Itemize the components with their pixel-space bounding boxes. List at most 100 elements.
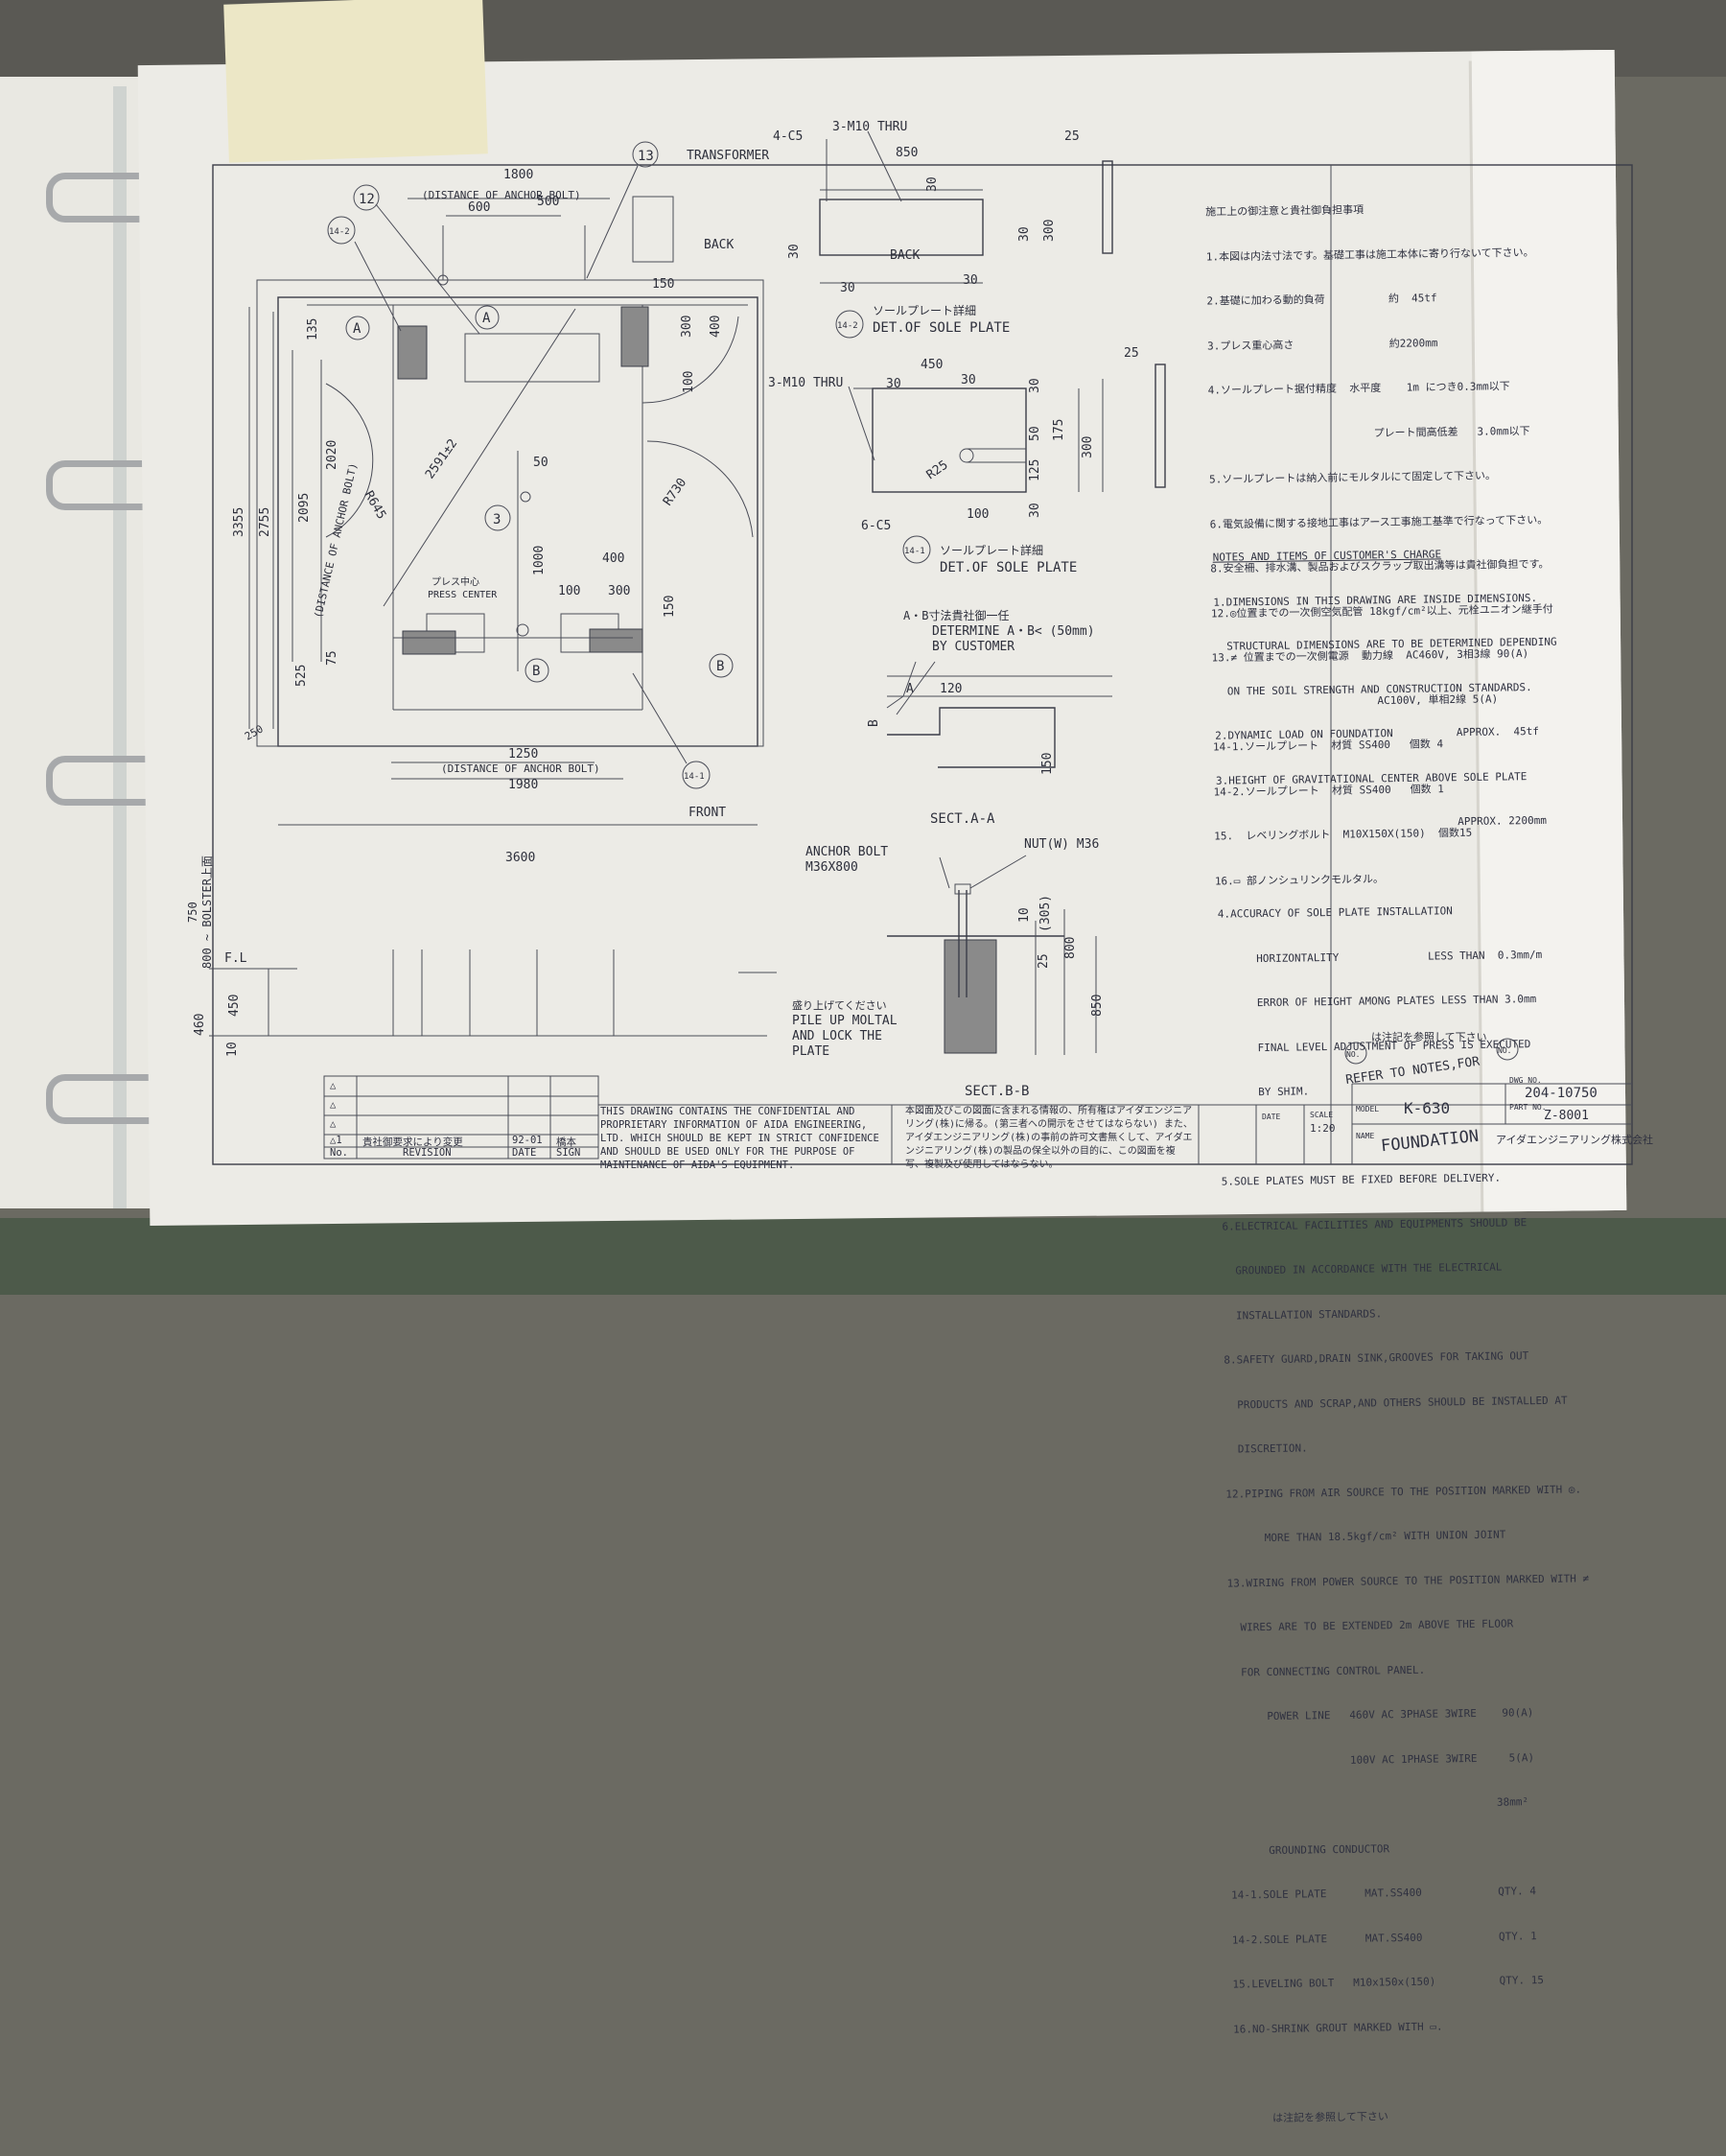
note-line: 14-2.SOLE PLATE MAT.SS400 QTY. 1 <box>1231 1929 1537 1947</box>
dim-label: 600 <box>468 200 490 215</box>
section-note: DETERMINE A・B< (50mm) <box>932 624 1095 639</box>
note-line: ON THE SOIL STRENGTH AND CONSTRUCTION ST… <box>1214 680 1532 698</box>
dim-label: 150 <box>652 277 674 292</box>
confidential-notice-jp: 本図面及びこの図面に含まれる情報の、所有権はアイダエンジニアリング(株)に帰る。… <box>905 1106 1193 1170</box>
note-line: WIRES ARE TO BE EXTENDED 2m ABOVE THE FL… <box>1227 1617 1514 1634</box>
refer-note-jp: は注記を参照して下さい <box>1371 1030 1487 1043</box>
detail-label: 25 <box>1124 346 1139 361</box>
detail-label: 3-M10 THRU <box>832 120 907 134</box>
revision-mark: △ <box>330 1080 337 1091</box>
refer-no-icon: NO. <box>1498 1046 1511 1055</box>
plan-view <box>248 196 764 826</box>
bolster-label: 800 ~ BOLSTER上面 <box>200 855 214 969</box>
note-line: 15.LEVELING BOLT M10x150x(150) QTY. 15 <box>1232 1974 1545 1991</box>
confidential-notice-en: THIS DRAWING CONTAINS THE CONFIDENTIAL A… <box>600 1106 879 1171</box>
detail-label: 6-C5 <box>861 519 891 533</box>
detail-label: 175 <box>1052 419 1066 441</box>
detail-label: 30 <box>963 273 978 288</box>
section-marker-b: B <box>532 664 540 679</box>
model-value: K-630 <box>1404 1099 1451 1117</box>
dim-label: R730 <box>661 476 689 508</box>
dim-label: 50 <box>533 456 548 470</box>
part-no-value: Z-8001 <box>1544 1109 1589 1123</box>
dwg-no-value: 204-10750 <box>1525 1086 1598 1101</box>
section-dim-label: 800 <box>1063 937 1078 959</box>
detail-label: 30 <box>787 244 802 259</box>
note-line: 1.本図は内法寸法です。基礎工事は施工本体に寄り行ないて下さい。 <box>1205 246 1534 264</box>
note-line: MORE THAN 18.5kgf/cm² WITH UNION JOINT <box>1225 1528 1506 1545</box>
note-line: APPROX. 2200mm <box>1216 813 1547 832</box>
refer-no-icon: NO. <box>1346 1050 1360 1059</box>
revision-description: 貴社御要求により変更 <box>362 1137 463 1148</box>
elevation-strip <box>209 949 777 1037</box>
note-line: GROUNDING CONDUCTOR <box>1230 1841 1390 1858</box>
dim-label: 1800 <box>503 168 533 182</box>
note-line: 14-1.SOLE PLATE MAT.SS400 QTY. 4 <box>1231 1885 1537 1902</box>
detail-label: 4-C5 <box>773 129 803 144</box>
note-line: HORIZONTALITY LESS THAN 0.3mm/m <box>1218 948 1543 966</box>
dim-label: 2755 <box>258 507 272 537</box>
floor-level-label: F.L <box>224 951 247 966</box>
dim-label: 1000 <box>532 546 547 575</box>
note-line: 5.SOLE PLATES MUST BE FIXED BEFORE DELIV… <box>1221 1171 1502 1188</box>
revision-header-revision: REVISION <box>403 1147 452 1159</box>
dim-label: 100 <box>558 584 580 598</box>
detail-title: DET.OF SOLE PLATE <box>940 560 1077 575</box>
pile-note: PILE UP MOLTAL <box>792 1014 898 1028</box>
section-dim-label: 150 <box>1040 753 1055 775</box>
note-line: 4.ソールプレート据付精度 水平度 1m につき0.3mm以下 <box>1207 380 1510 397</box>
detail-label: 3-M10 THRU <box>768 376 843 390</box>
section-dim-label: (305) <box>1038 895 1053 932</box>
note-line: 2.基礎に加わる動的負荷 約 45tf <box>1206 292 1437 308</box>
note-line: FINAL LEVEL ADJUSTMENT OF PRESS IS EXECU… <box>1219 1037 1531 1055</box>
note-line: GROUNDED IN ACCORDANCE WITH THE ELECTRIC… <box>1222 1260 1503 1277</box>
note-line: 3.プレス重心高さ 約2200mm <box>1207 336 1438 353</box>
dim-label: 150 <box>663 596 677 618</box>
section-marker-a: A <box>482 311 491 326</box>
detail-label: 30 <box>1017 226 1032 242</box>
dim-label: 10 <box>225 1042 240 1057</box>
foundation-outer-edge <box>256 279 764 747</box>
detail-label: 25 <box>1064 129 1080 144</box>
pile-note-jp: 盛り上げてください <box>792 998 887 1012</box>
detail-label: 300 <box>1042 220 1057 242</box>
date-label: DATE <box>1262 1113 1281 1121</box>
dim-label: 135 <box>306 318 320 340</box>
dim-label: 525 <box>294 665 309 687</box>
detail-label: R25 <box>924 458 951 483</box>
pile-note: AND LOCK THE <box>792 1029 882 1043</box>
dim-label: 1250 <box>508 747 538 762</box>
drawing-border <box>212 164 1633 1165</box>
company-name: アイダエンジニアリング株式会社 <box>1496 1134 1654 1146</box>
note-line: STRUCTURAL DIMENSIONS ARE TO BE DETERMIN… <box>1213 635 1557 653</box>
revision-mark: △ <box>330 1118 337 1130</box>
transformer-outline <box>632 196 674 263</box>
dwg-no-label: DWG NO. <box>1509 1076 1542 1085</box>
revision-header-date: DATE <box>512 1147 537 1159</box>
name-label: NAME <box>1356 1132 1375 1140</box>
marker-12: 12 <box>359 192 375 207</box>
detail-label: 30 <box>1028 503 1042 518</box>
note-line: プレート間高低差 3.0mm以下 <box>1208 424 1530 442</box>
dim-label: 500 <box>537 195 559 209</box>
note-line: 4.ACCURACY OF SOLE PLATE INSTALLATION <box>1217 904 1453 921</box>
section-note: BY CUSTOMER <box>932 640 1015 654</box>
dim-label: 2095 <box>297 493 312 523</box>
nut-label: NUT(W) M36 <box>1024 837 1099 852</box>
detail-label: 300 <box>1081 436 1095 458</box>
press-center-label-jp: プレス中心 <box>432 575 479 588</box>
dim-label: 3355 <box>232 507 246 537</box>
dim-label: 1980 <box>508 778 538 792</box>
title-block-grid <box>598 1083 1632 1164</box>
model-label: MODEL <box>1356 1105 1380 1113</box>
note-line: ERROR OF HEIGHT AMONG PLATES LESS THAN 3… <box>1219 993 1537 1010</box>
note-line: 6.ELECTRICAL FACILITIES AND EQUIPMENTS S… <box>1222 1215 1528 1233</box>
detail-label: 125 <box>1028 459 1042 481</box>
dim-label: 75 <box>325 650 339 666</box>
detail-tag: 14-2 <box>837 321 858 331</box>
detail-title-jp: ソールプレート詳細 <box>940 543 1043 557</box>
note-line: 1.DIMENSIONS IN THIS DRAWING ARE INSIDE … <box>1213 591 1538 609</box>
dim-label: 450 <box>227 995 242 1017</box>
dim-label: 3600 <box>505 851 535 865</box>
dim-label: 750 <box>186 902 199 923</box>
